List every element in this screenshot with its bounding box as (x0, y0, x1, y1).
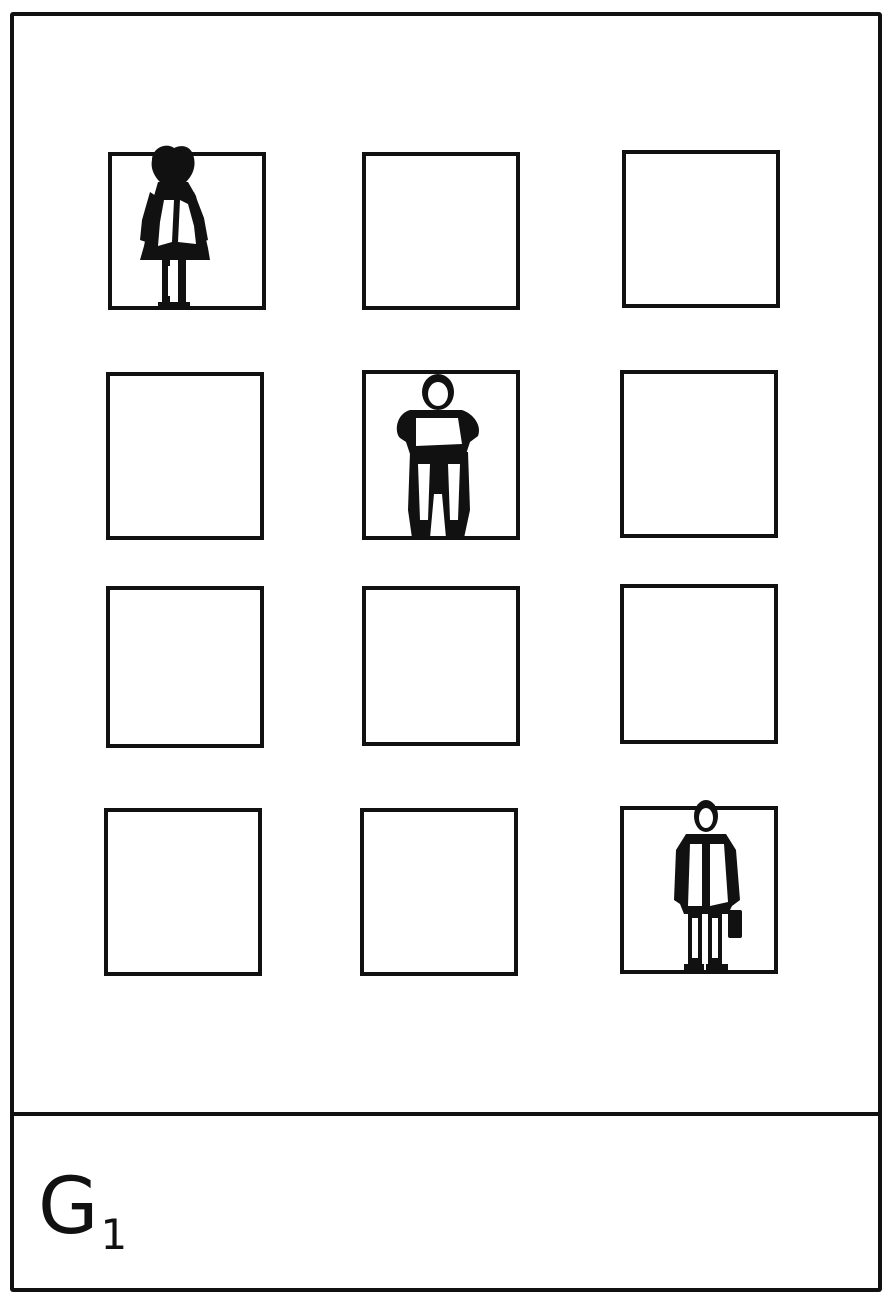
footer-divider (10, 1112, 882, 1116)
woman-in-dress-icon (112, 156, 270, 314)
window-r3-c2 (362, 586, 520, 746)
window-r1-c3 (622, 150, 780, 308)
window-r1-c1 (108, 152, 266, 310)
card-label-letter: G (38, 1162, 98, 1252)
man-with-briefcase-icon (624, 810, 782, 978)
window-r2-c3 (620, 370, 778, 538)
card-label-subscript: 1 (100, 1210, 127, 1259)
window-r4-c3 (620, 806, 778, 974)
window-r2-c1 (106, 372, 264, 540)
window-r3-c3 (620, 584, 778, 744)
window-r3-c1 (106, 586, 264, 748)
window-r1-c2 (362, 152, 520, 310)
card-label: G1 (38, 1168, 127, 1256)
window-r4-c2 (360, 808, 518, 976)
window-r2-c2 (362, 370, 520, 540)
stout-man-icon (366, 374, 524, 544)
window-r4-c1 (104, 808, 262, 976)
